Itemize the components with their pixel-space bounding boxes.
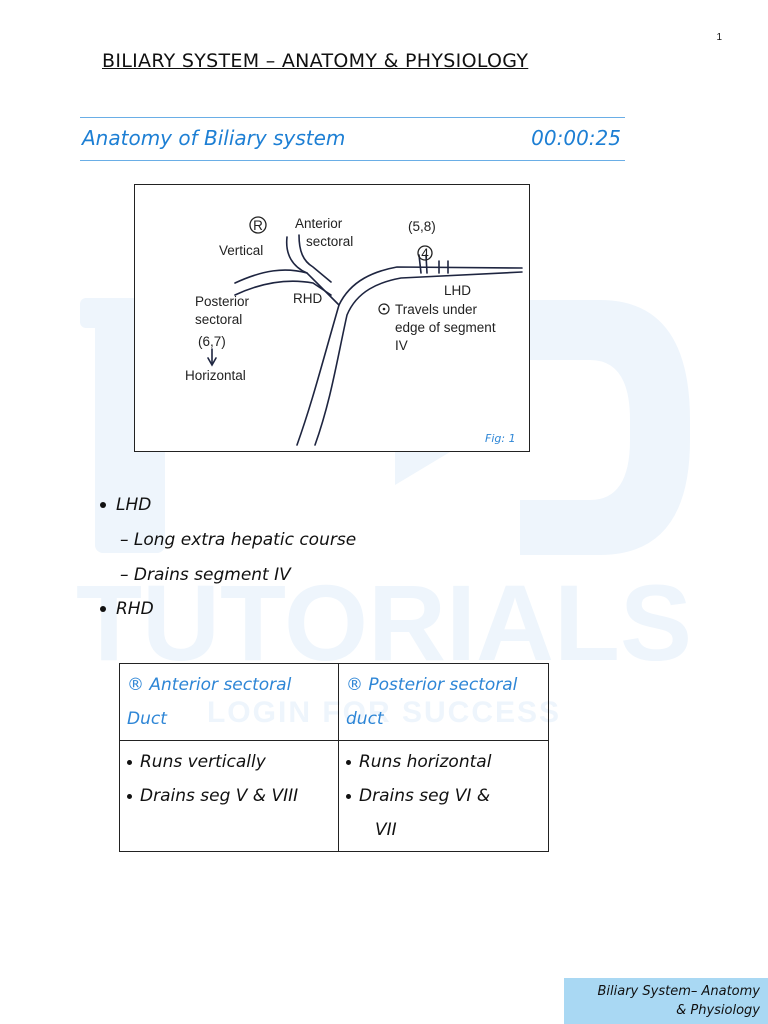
- posterior-sectoral-duct-wall: [234, 280, 332, 296]
- label-four: 4: [421, 246, 429, 261]
- table-header-anterior: ® Anterior sectoral Duct: [119, 663, 339, 741]
- sectoral-duct-comparison-table: ® Anterior sectoral Duct ® Posterior sec…: [119, 663, 549, 852]
- list-item: Drains seg VI &: [346, 779, 541, 813]
- table-header-posterior: ® Posterior sectoral duct: [338, 663, 549, 741]
- bullet-dot: [346, 793, 351, 799]
- label-travels-3: IV: [395, 338, 408, 353]
- page-number: 1: [716, 32, 722, 43]
- arrow-down-head: [207, 357, 217, 367]
- table-cell-anterior: Runs vertically Drains seg V & VIII: [119, 740, 339, 852]
- bullet-rhd: RHD: [100, 599, 154, 619]
- list-item: Drains seg V & VIII: [127, 779, 331, 813]
- list-item-text: Drains seg VI &: [359, 786, 491, 806]
- label-segments-6-7: (6,7): [198, 334, 226, 349]
- list-item-continuation: VII: [375, 820, 397, 840]
- seg4-branch: [425, 254, 428, 274]
- label-segments-5-8: (5,8): [408, 219, 436, 234]
- bullet-lhd: LHD: [100, 495, 151, 515]
- table-cell-posterior: Runs horizontal Drains seg VI & VII: [338, 740, 549, 852]
- figure-caption: Fig: 1: [485, 432, 516, 445]
- common-duct-left-wall: [296, 266, 523, 446]
- r-label: R: [253, 218, 263, 233]
- label-rhd: RHD: [293, 291, 322, 306]
- bullet-dot: [127, 793, 132, 799]
- bullet-lhd-text: LHD: [116, 495, 152, 515]
- list-item: Runs horizontal: [346, 745, 541, 779]
- footer-line2: & Physiology: [676, 1003, 760, 1018]
- table-row: Runs vertically Drains seg V & VIII Runs…: [119, 740, 549, 852]
- section-title: Anatomy of Biliary system: [82, 126, 346, 150]
- bullet-dot: [346, 759, 351, 765]
- header-anterior-line2: Duct: [127, 709, 167, 729]
- bullet-rhd-text: RHD: [116, 599, 154, 619]
- label-lhd: LHD: [444, 283, 471, 298]
- page-title: BILIARY SYSTEM – ANATOMY & PHYSIOLOGY: [102, 50, 529, 72]
- header-anterior-line1: ® Anterior sectoral: [127, 675, 292, 695]
- list-item-text: Drains seg V & VIII: [140, 786, 299, 806]
- footer-label: Biliary System– Anatomy & Physiology: [564, 978, 768, 1024]
- common-duct-right-wall: [314, 271, 523, 446]
- label-horizontal: Horizontal: [185, 368, 246, 383]
- header-posterior-line1: ® Posterior sectoral: [346, 675, 518, 695]
- video-timestamp[interactable]: 00:00:25: [531, 126, 621, 150]
- bullet-dot: [100, 606, 106, 612]
- footer-line1: Biliary System– Anatomy: [597, 984, 760, 999]
- r-circle-icon: [249, 216, 267, 234]
- section-header: Anatomy of Biliary system 00:00:25: [80, 117, 625, 161]
- bullet-dot: [127, 759, 132, 765]
- list-item-text: Runs vertically: [140, 752, 266, 772]
- table-header-row: ® Anterior sectoral Duct ® Posterior sec…: [119, 663, 549, 741]
- bullet-lhd-sub2: – Drains segment IV: [120, 565, 291, 585]
- label-sectoral-top: sectoral: [306, 234, 353, 249]
- label-travels-2: edge of segment: [395, 320, 496, 335]
- header-posterior-line2: duct: [346, 709, 384, 729]
- bullet-lhd-sub1: – Long extra hepatic course: [120, 530, 357, 550]
- list-item: Runs vertically: [127, 745, 331, 779]
- label-posterior: Posterior: [195, 294, 250, 309]
- list-item-text: Runs horizontal: [359, 752, 492, 772]
- label-travels-1: Travels under: [395, 302, 478, 317]
- label-vertical: Vertical: [219, 243, 263, 258]
- bullet-dot: [100, 502, 106, 508]
- biliary-diagram: R Vertical Anterior sectoral Posterior s…: [134, 184, 530, 452]
- dot-circle-center: [382, 307, 386, 311]
- dot-circle-icon: [378, 303, 390, 315]
- posterior-sectoral-duct: [234, 269, 308, 284]
- label-anterior: Anterior: [295, 216, 343, 231]
- label-sectoral-left: sectoral: [195, 312, 242, 327]
- anterior-sectoral-duct-wall: [298, 234, 332, 283]
- four-circle-icon: [417, 245, 433, 261]
- biliary-diagram-drawing: R Vertical Anterior sectoral Posterior s…: [185, 216, 523, 446]
